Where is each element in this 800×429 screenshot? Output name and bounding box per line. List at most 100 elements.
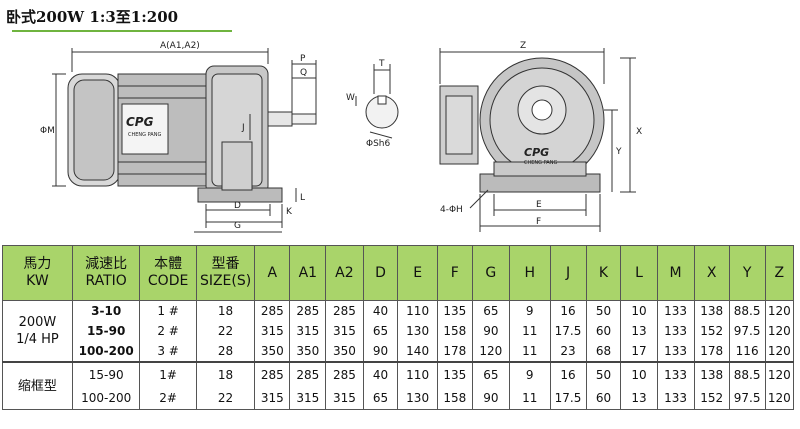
- table-cell: 133: [656, 361, 695, 386]
- table-cell: 120: [764, 300, 795, 321]
- table-cell: 97.5: [728, 321, 766, 341]
- table-cell: 1#: [139, 361, 197, 386]
- column-header-line: 減速比: [85, 256, 128, 272]
- dim-label-y: Y: [615, 147, 622, 157]
- page-title: 卧式200W 1:3至1:200: [6, 8, 179, 26]
- dim-label-w: W: [346, 93, 355, 103]
- column-header: H: [508, 245, 551, 301]
- table-cell: 15-90: [71, 321, 141, 341]
- dim-label-d: D: [234, 201, 241, 211]
- table-cell: 315: [289, 386, 327, 410]
- table-cell: 60: [585, 386, 622, 410]
- dim-label-x: X: [636, 127, 642, 137]
- dim-label-q: Q: [300, 68, 307, 78]
- table-cell: 11: [508, 341, 551, 363]
- brand-logo-front: CPG: [524, 146, 549, 159]
- table-cell: 116: [728, 341, 766, 363]
- table-cell: 3-10: [71, 300, 141, 321]
- table-cell: 90: [471, 386, 510, 410]
- column-header: M: [656, 245, 695, 301]
- table-cell: 9: [508, 361, 551, 386]
- table-cell: 158: [436, 386, 473, 410]
- table-cell: 65: [471, 361, 510, 386]
- table-cell: 65: [362, 321, 399, 341]
- table-cell: 133: [656, 386, 695, 410]
- column-header-line: SIZE(S): [199, 273, 252, 289]
- title-underline: [12, 30, 232, 32]
- table-cell: 16: [549, 361, 587, 386]
- dim-label-g: G: [234, 221, 241, 231]
- table-cell: 88.5: [728, 361, 766, 386]
- table-cell: 138: [693, 361, 730, 386]
- table-cell: 135: [436, 300, 473, 321]
- table-cell: 60: [585, 321, 622, 341]
- table-cell: 350: [325, 341, 364, 363]
- brand-name: CHENG PANG: [128, 132, 161, 138]
- table-cell: 22: [195, 321, 256, 341]
- column-header: F: [436, 245, 473, 301]
- table-cell: 100-200: [71, 386, 141, 410]
- table-cell: 40: [362, 300, 399, 321]
- table-cell: 138: [693, 300, 730, 321]
- column-header: A: [254, 245, 291, 301]
- table-cell: 3 #: [139, 341, 197, 363]
- dim-label-p: P: [300, 54, 306, 64]
- table-cell: 13: [620, 321, 658, 341]
- table-cell: 135: [436, 361, 473, 386]
- dim-label-z: Z: [520, 41, 526, 51]
- table-cell: 285: [289, 300, 327, 321]
- table-cell: 2#: [139, 386, 197, 410]
- table-cell: 158: [436, 321, 473, 341]
- table-cell: 140: [397, 341, 438, 363]
- table-cell: 110: [397, 300, 438, 321]
- table-cell: 22: [195, 386, 256, 410]
- table-cell: 100-200: [71, 341, 141, 363]
- table-cell: 315: [325, 321, 364, 341]
- table-cell: 285: [325, 300, 364, 321]
- column-header-line: 馬力: [23, 256, 52, 272]
- table-cell: 120: [471, 341, 510, 363]
- table-cell: 28: [195, 341, 256, 363]
- table-cell: 11: [508, 321, 551, 341]
- table-cell: 68: [585, 341, 622, 363]
- column-header-line: CODE: [147, 273, 189, 289]
- power-group-line: 200W: [18, 315, 57, 330]
- table-cell: 50: [585, 361, 622, 386]
- table-cell: 350: [254, 341, 291, 363]
- table-cell: 152: [693, 386, 730, 410]
- table-cell: 90: [362, 341, 399, 363]
- table-cell: 285: [254, 361, 291, 386]
- table-cell: 23: [549, 341, 587, 363]
- column-header-line: 本體: [154, 256, 183, 272]
- dim-label-k: K: [286, 207, 293, 217]
- table-cell: 152: [693, 321, 730, 341]
- table-cell: 17: [620, 341, 658, 363]
- table-cell: 130: [397, 321, 438, 341]
- table-cell: 9: [508, 300, 551, 321]
- table-cell: 18: [195, 300, 256, 321]
- dim-label-m: ΦM: [40, 126, 55, 136]
- dim-label-f: F: [536, 217, 541, 227]
- table-cell: 285: [254, 300, 291, 321]
- table-cell: 17.5: [549, 386, 587, 410]
- column-header: K: [585, 245, 622, 301]
- table-cell: 178: [436, 341, 473, 363]
- table-cell: 178: [693, 341, 730, 363]
- column-header: L: [620, 245, 658, 301]
- dim-label-sh: ΦSh6: [366, 139, 391, 149]
- table-cell: 350: [289, 341, 327, 363]
- power-group-line: 1/4 HP: [16, 332, 59, 347]
- column-header: Z: [764, 245, 795, 301]
- power-group-label: 缩框型: [2, 361, 73, 410]
- column-header-line: 型番: [211, 256, 240, 272]
- power-group-label: 200W 1/4 HP: [2, 300, 73, 363]
- column-header-line: KW: [26, 273, 49, 289]
- dim-label-a: A(A1,A2): [160, 41, 200, 51]
- table-cell: 2 #: [139, 321, 197, 341]
- table-cell: 133: [656, 300, 695, 321]
- column-header: D: [362, 245, 399, 301]
